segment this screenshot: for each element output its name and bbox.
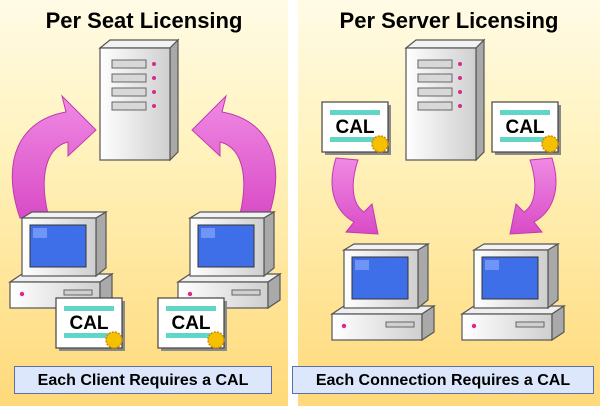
cal-label: CAL (505, 117, 544, 138)
per-server-caption: Each Connection Requires a CAL (292, 366, 594, 394)
client-computer-icon (177, 211, 281, 309)
curved-arrow-icon (11, 94, 97, 219)
server-icon (99, 39, 179, 161)
per-seat-title: Per Seat Licensing (45, 8, 243, 33)
cal-certificate-icon[interactable]: CAL (157, 297, 228, 352)
curved-arrow-icon (331, 157, 379, 235)
cal-certificate-icon[interactable]: CAL (321, 101, 392, 156)
server-icon (405, 39, 485, 161)
curved-arrow-icon (191, 94, 277, 219)
cal-label: CAL (335, 117, 374, 138)
cal-label: CAL (69, 313, 108, 334)
client-computer-icon (461, 243, 565, 341)
client-computer-icon (331, 243, 435, 341)
curved-arrow-icon (509, 157, 557, 235)
cal-certificate-icon[interactable]: CAL (55, 297, 126, 352)
cal-label: CAL (171, 313, 210, 334)
client-computer-icon (9, 211, 113, 309)
cal-certificate-icon[interactable]: CAL (491, 101, 562, 156)
per-seat-caption: Each Client Requires a CAL (14, 366, 272, 394)
per-server-title: Per Server Licensing (339, 8, 559, 33)
